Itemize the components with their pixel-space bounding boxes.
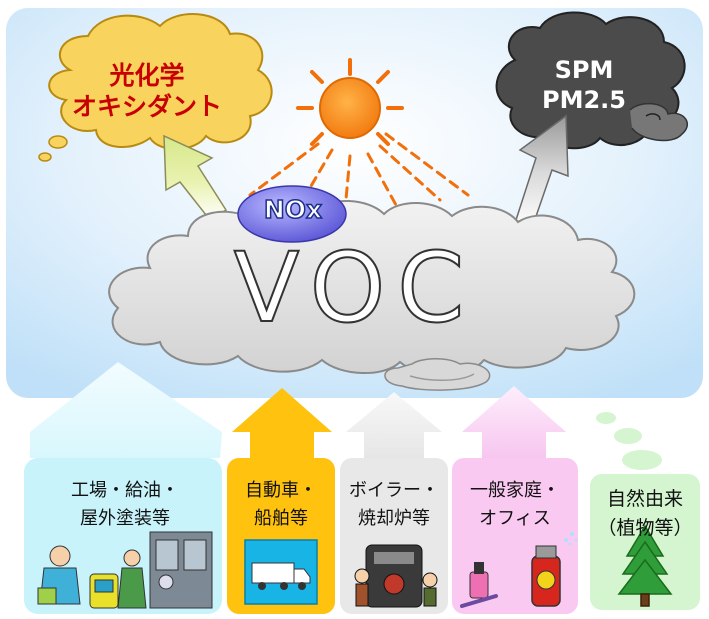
factory-source-line1: 工場・給油・ xyxy=(71,480,179,501)
factory-source-label: 工場・給油・ 屋外塗装等 xyxy=(30,477,220,533)
particulate-cloud xyxy=(495,11,688,150)
voc-cloud xyxy=(108,200,636,391)
nox-label: NOx xyxy=(263,195,323,224)
oxidant-label: 光化学 オキシダント xyxy=(52,60,242,123)
nox-bubble xyxy=(237,185,347,243)
natural-source-label: 自然由来 （植物等） xyxy=(590,485,700,544)
particulate-label: SPM PM2.5 xyxy=(504,55,664,115)
oxidant-label-line1: 光化学 xyxy=(109,61,185,90)
vehicle-up-arrow xyxy=(232,388,332,458)
oxidant-cloud xyxy=(38,13,273,162)
arrow-to-oxidant xyxy=(163,134,228,221)
home-up-arrow xyxy=(462,386,566,458)
boiler-source-line1: ボイラー・ xyxy=(349,480,439,501)
natural-source-line2: （植物等） xyxy=(597,517,693,540)
particulate-label-line2: PM2.5 xyxy=(542,86,626,114)
boiler-up-arrow xyxy=(346,392,442,458)
home-source-label: 一般家庭・ オフィス xyxy=(452,477,578,533)
oxidant-label-line2: オキシダント xyxy=(71,92,222,122)
tree-icon xyxy=(617,524,673,607)
vehicle-source-line2: 船舶等 xyxy=(254,507,308,529)
particulate-label-line1: SPM xyxy=(554,56,614,84)
home-source-line2: オフィス xyxy=(479,507,551,529)
factory-source-line2: 屋外塗装等 xyxy=(80,507,170,529)
natural-bubbles xyxy=(596,412,662,470)
factory-workers-icon xyxy=(37,531,213,609)
vehicle-source-label: 自動車・ 船舶等 xyxy=(227,477,335,533)
vehicle-source-line1: 自動車・ xyxy=(245,480,317,501)
boiler-source-line2: 焼却炉等 xyxy=(358,507,430,529)
voc-label: VOC xyxy=(233,232,477,344)
boiler-source-label: ボイラー・ 焼却炉等 xyxy=(340,477,448,533)
home-source-line1: 一般家庭・ xyxy=(470,480,560,501)
boiler-workers-icon xyxy=(354,544,438,608)
natural-source-line1: 自然由来 xyxy=(606,488,683,510)
spray-can-icon xyxy=(460,532,578,608)
truck-icon xyxy=(244,539,318,605)
factory-up-arrow xyxy=(30,362,222,458)
